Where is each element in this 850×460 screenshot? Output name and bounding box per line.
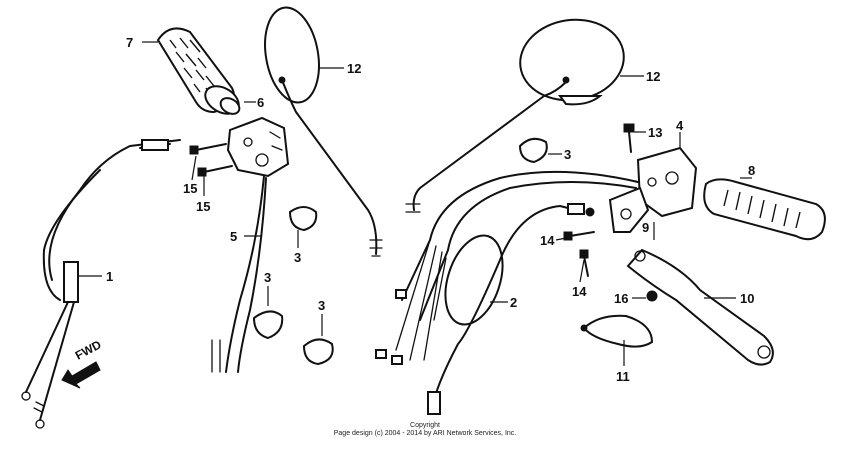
- throttle-cable: [21, 139, 181, 429]
- clip-3-d: [519, 137, 548, 163]
- callout-1: 1: [106, 269, 113, 284]
- copyright-line-2: Page design (c) 2004 - 2014 by ARI Netwo…: [333, 430, 517, 437]
- callout-9: 9: [642, 220, 649, 235]
- clip-3-c: [303, 338, 334, 365]
- throttle-sleeve: [204, 85, 241, 115]
- clutch-lever: [626, 248, 774, 366]
- callout-2: 2: [510, 295, 517, 310]
- callout-3-c: 3: [318, 298, 325, 313]
- callout-6: 6: [257, 95, 264, 110]
- callout-12-left: 12: [347, 61, 361, 76]
- fwd-label: FWD: [73, 337, 104, 362]
- callout-15-lower: 15: [196, 199, 210, 214]
- callout-7: 7: [126, 35, 133, 50]
- lever-bracket: [608, 186, 650, 233]
- callout-14-upper: 14: [540, 233, 555, 248]
- clutch-cable: [427, 203, 595, 415]
- callout-5: 5: [230, 229, 237, 244]
- screw-15-lower: [197, 165, 233, 177]
- clip-3-a: [289, 206, 318, 231]
- callout-3-d: 3: [564, 147, 571, 162]
- left-switch-housing: [226, 116, 290, 178]
- callout-4: 4: [676, 118, 684, 133]
- callout-11: 11: [616, 369, 630, 384]
- copyright-footer: Copyright Page design (c) 2004 - 2014 by…: [0, 422, 850, 438]
- callout-3-b: 3: [264, 270, 271, 285]
- screw-15-upper: [189, 143, 227, 155]
- callout-15-upper: 15: [183, 181, 197, 196]
- callout-3-a: 3: [294, 250, 301, 265]
- fwd-arrow-icon: FWD: [61, 337, 104, 389]
- callout-8: 8: [748, 163, 755, 178]
- wire-harness: [375, 170, 639, 365]
- lever-cover: [580, 314, 654, 348]
- screw-14-upper: [563, 231, 595, 241]
- right-mirror: [405, 18, 625, 213]
- nut-16: [646, 290, 658, 302]
- callout-13: 13: [648, 125, 662, 140]
- callout-10: 10: [740, 291, 754, 306]
- clip-3-b: [253, 310, 284, 339]
- screw-13: [623, 123, 635, 153]
- callout-14-lower: 14: [572, 284, 587, 299]
- callout-12-right: 12: [646, 69, 660, 84]
- right-grip: [703, 178, 826, 241]
- callout-16: 16: [614, 291, 628, 306]
- left-mirror: [264, 6, 383, 257]
- copyright-line-1: Copyright: [410, 422, 440, 429]
- screw-14-lower: [579, 249, 589, 277]
